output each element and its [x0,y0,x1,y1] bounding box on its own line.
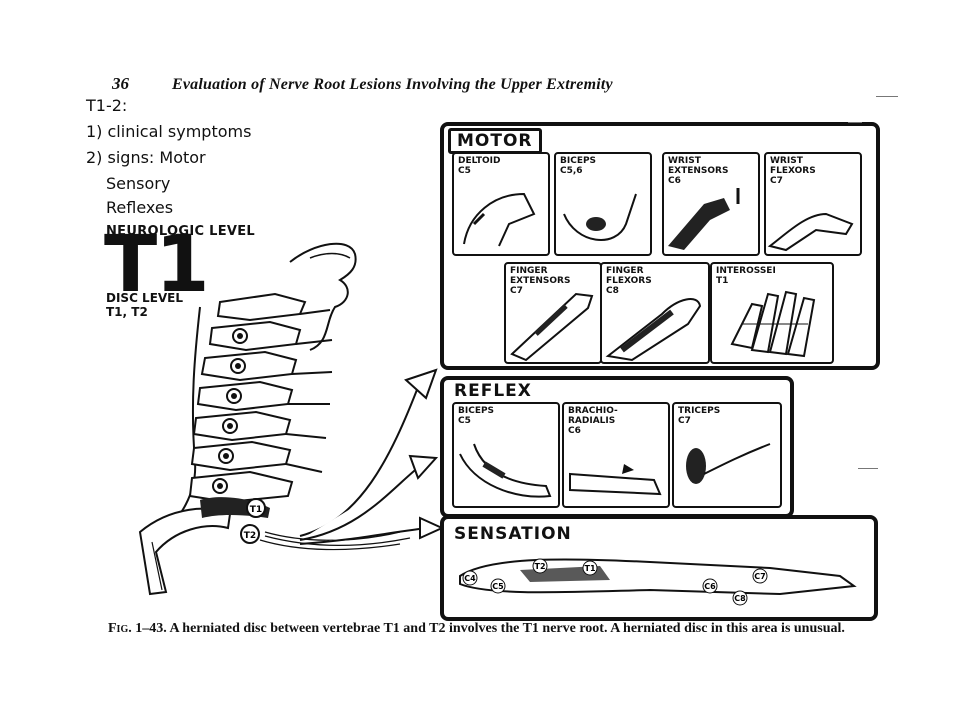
dermatome-c5: C5 [492,582,504,591]
arm-dermatome-map: C4 C5 T2 T1 C6 C7 C8 [450,546,866,608]
dermatome-c6: C6 [704,582,716,591]
figure-number: Fig. 1–43. [108,621,167,636]
arrow-to-sensation-icon [420,518,442,538]
motor-cell-finger-flexors: FINGER FLEXORS C8 [600,262,710,364]
scan-mark [858,468,878,469]
figure-caption: Fig. 1–43. A herniated disc between vert… [108,620,888,637]
sensation-title: SENSATION [448,524,578,544]
dermatome-t1: T1 [584,564,595,573]
reflex-cell-brachioradialis: BRACHIO- RADIALIS C6 [562,402,670,508]
arrow-to-motor-icon [406,370,436,398]
figure-caption-text: A herniated disc between vertebrae T1 an… [169,621,844,636]
dermatome-c8: C8 [734,594,746,603]
motor-cell-interossei: INTEROSSEI T1 [710,262,834,364]
dermatome-c7: C7 [754,572,765,581]
motor-title: MOTOR [448,128,542,154]
reflex-title: REFLEX [448,381,538,401]
scan-mark [876,96,898,97]
scan-mark [848,122,862,123]
dermatome-c4: C4 [464,574,476,583]
arrow-to-reflex-icon [410,456,436,478]
motor-cell-wrist-flexors: WRIST FLEXORS C7 [764,152,862,256]
motor-cell-finger-extensors: FINGER EXTENSORS C7 [504,262,602,364]
dermatome-t2: T2 [534,562,545,571]
motor-cell-wrist-extensors: WRIST EXTENSORS C6 [662,152,760,256]
